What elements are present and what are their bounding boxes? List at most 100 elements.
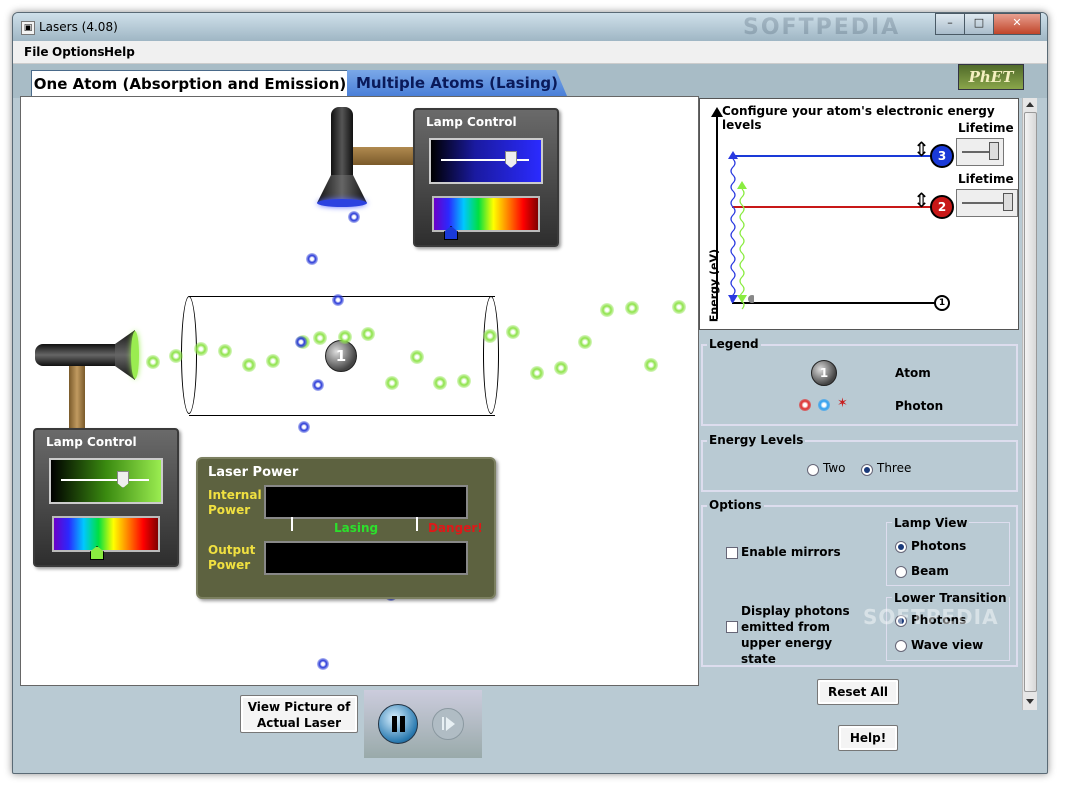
slider-thumb[interactable]: [505, 151, 517, 168]
photon: [385, 376, 399, 390]
output-power-meter: [264, 541, 468, 575]
photon: [298, 421, 310, 433]
photon: [194, 342, 208, 356]
lamp-view-title: Lamp View: [892, 516, 970, 530]
photon: [530, 366, 544, 380]
watermark: SOFTPEDIA: [743, 15, 901, 40]
lamp-control-title: Lamp Control: [426, 115, 517, 129]
radio-three-levels[interactable]: [861, 464, 873, 476]
level-2-badge: 2: [930, 195, 954, 219]
photon-icon-star: ✶: [837, 396, 848, 411]
options-section: Options Enable mirrors Display photons e…: [701, 498, 1018, 667]
lifetime-slider-2[interactable]: [956, 189, 1018, 217]
menu-help[interactable]: Help: [104, 45, 135, 59]
radio-two-label[interactable]: Two: [823, 461, 846, 475]
enable-mirrors-checkbox[interactable]: [726, 547, 738, 559]
photon: [348, 211, 360, 223]
pause-button[interactable]: [378, 704, 418, 744]
slider-track: [61, 479, 149, 481]
photon: [457, 374, 471, 388]
legend-photon-label: Photon: [895, 399, 944, 413]
top-lamp-arm: [351, 147, 415, 165]
photon: [554, 361, 568, 375]
display-photons-label[interactable]: Display photons emitted from upper energ…: [741, 604, 850, 666]
lower-transition-wave-radio[interactable]: [895, 640, 907, 652]
legend-atom-label: Atom: [895, 366, 931, 380]
lamp-control-left: Lamp Control: [33, 428, 179, 567]
lamp-view-beam-label[interactable]: Beam: [911, 564, 949, 578]
photon: [338, 330, 352, 344]
wavelength-marker[interactable]: [444, 226, 458, 240]
level-2-drag-handle[interactable]: ⇕: [913, 188, 930, 212]
step-icon: [442, 717, 444, 730]
photon: [644, 358, 658, 372]
photon: [169, 349, 183, 363]
output-power-label: Output Power: [208, 543, 256, 572]
photon: [483, 329, 497, 343]
left-lamp-head: [115, 330, 135, 380]
lamp-view-photons-radio[interactable]: [895, 541, 907, 553]
tab-bar: One Atom (Absorption and Emission) Multi…: [13, 64, 1047, 98]
slider-thumb[interactable]: [989, 142, 999, 160]
close-button[interactable]: ✕: [993, 13, 1041, 35]
scrollbar-thumb[interactable]: [1024, 112, 1037, 692]
wavelength-spectrum[interactable]: [52, 516, 160, 552]
lamp-view-photons-label[interactable]: Photons: [911, 539, 967, 553]
help-button[interactable]: Help!: [838, 725, 898, 751]
lamp-control-top: Lamp Control: [413, 108, 559, 247]
intensity-slider[interactable]: [429, 138, 543, 184]
lifetime-slider-3[interactable]: [956, 138, 1004, 166]
legend-section: Legend 1 Atom ✶ Photon: [701, 337, 1018, 426]
display-photons-checkbox[interactable]: [726, 621, 738, 633]
slider-thumb[interactable]: [1003, 193, 1013, 211]
intensity-slider[interactable]: [49, 458, 163, 504]
menu-file[interactable]: File: [24, 45, 49, 59]
reset-all-button[interactable]: Reset All: [817, 679, 899, 705]
photon: [242, 358, 256, 372]
lasing-tick: [291, 517, 293, 531]
photon: [625, 301, 639, 315]
photon: [312, 379, 324, 391]
lifetime-label-2: Lifetime: [958, 172, 1014, 186]
slider-track: [441, 159, 529, 161]
slider-thumb[interactable]: [117, 471, 129, 488]
level-1-badge: 1: [934, 295, 950, 311]
atom[interactable]: 1: [325, 340, 357, 372]
wavelength-spectrum[interactable]: [432, 196, 540, 232]
scroll-down-icon[interactable]: [1026, 699, 1034, 704]
enable-mirrors-label[interactable]: Enable mirrors: [741, 545, 841, 559]
phet-logo[interactable]: PhET: [958, 64, 1024, 90]
minimize-button[interactable]: –: [935, 13, 965, 35]
lower-transition-title: Lower Transition: [892, 591, 1009, 605]
slider-track: [962, 151, 998, 153]
photon: [578, 335, 592, 349]
lower-transition-photons-label[interactable]: Photons: [911, 613, 967, 627]
tab-multiple-atoms[interactable]: Multiple Atoms (Lasing): [347, 70, 567, 96]
scroll-up-icon[interactable]: [1026, 102, 1034, 107]
photon: [313, 331, 327, 345]
left-lamp-glow: [131, 331, 139, 379]
step-button[interactable]: [432, 708, 464, 740]
lamp-view-beam-radio[interactable]: [895, 566, 907, 578]
view-picture-button[interactable]: View Picture of Actual Laser: [240, 695, 358, 733]
photon: [361, 327, 375, 341]
photon: [332, 294, 344, 306]
photon: [506, 325, 520, 339]
radio-three-label[interactable]: Three: [877, 461, 912, 475]
tube-left-end: [181, 296, 197, 414]
danger-tick: [416, 517, 418, 531]
photon: [600, 303, 614, 317]
level-3-drag-handle[interactable]: ⇕: [913, 137, 930, 161]
lower-transition-photons-radio[interactable]: [895, 615, 907, 627]
tab-one-atom[interactable]: One Atom (Absorption and Emission): [31, 70, 349, 98]
legend-atom-icon: 1: [811, 360, 837, 386]
laser-power-panel: Laser Power Internal Power Lasing Danger…: [196, 457, 496, 599]
wavelength-marker[interactable]: [90, 546, 104, 560]
vertical-scrollbar[interactable]: [1022, 98, 1037, 710]
photon: [410, 350, 424, 364]
menu-options[interactable]: Options: [52, 45, 105, 59]
radio-two-levels[interactable]: [807, 464, 819, 476]
lower-transition-wave-label[interactable]: Wave view: [911, 638, 984, 652]
energy-diagram-title: Configure your atom's electronic energy …: [722, 104, 995, 132]
maximize-button[interactable]: □: [964, 13, 994, 35]
